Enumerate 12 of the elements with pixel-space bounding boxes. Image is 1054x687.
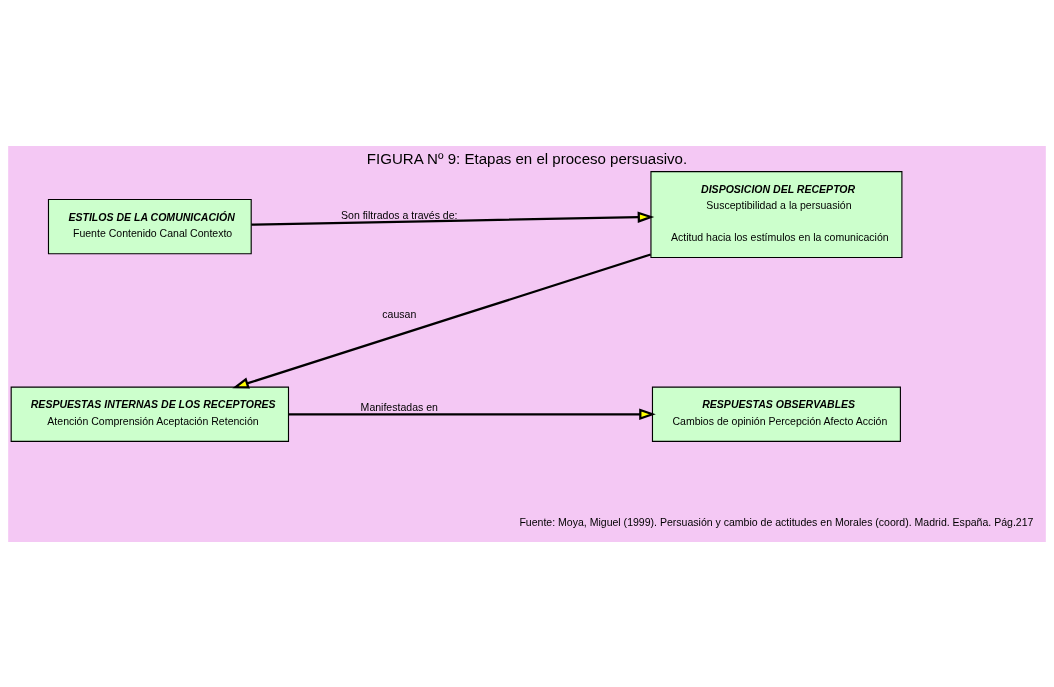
arrow [251, 210, 655, 226]
arrow [288, 407, 656, 420]
arrow [232, 252, 652, 389]
caption: Fuente: Moya, Miguel (1999). Persuasión y cambio de actitudes en Morales (coord). Madrid. España. Pág.217 [519, 515, 1034, 528]
edge-label: Son filtrados a través de: [341, 207, 458, 220]
edge-label: Manifestadas en [360, 400, 438, 413]
node-box: RESPUESTAS INTERNAS DE LOS RECEPTORES Atención Comprensión Aceptación Retención [10, 386, 290, 442]
node-box: RESPUESTAS OBSERVABLES Cambios de opinión Percepción Afecto Acción [651, 386, 901, 442]
node-box: ESTILOS DE LA COMUNICACIÓN Fuente Contenido Canal Contexto [47, 198, 252, 254]
node-box: DISPOSICION DEL RECEPTOR Susceptibilidad a la persuasión Actitud hacia los estímulos en la comunicación [650, 170, 903, 258]
diagram-title: FIGURA Nº 9: Etapas en el proceso persuasivo. [366, 149, 688, 167]
edge-label: causan [382, 307, 417, 320]
